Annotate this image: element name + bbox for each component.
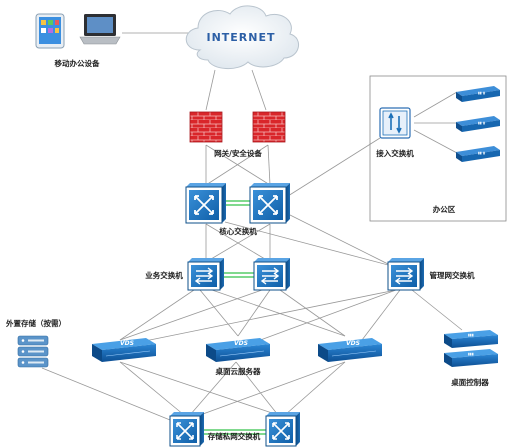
trunk-links	[200, 200, 266, 435]
svg-text:▮▮ ▮: ▮▮ ▮	[478, 151, 485, 155]
controller-icon: ▮▮▮	[444, 330, 498, 348]
office-pc-icon: ▮▮ ▮	[456, 116, 500, 132]
internet-label: INTERNET	[206, 31, 275, 44]
svg-text:VDS: VDS	[234, 340, 248, 347]
svg-text:VDS: VDS	[346, 340, 360, 347]
vds-server-icon: VDS	[318, 338, 382, 362]
business-switch-icon	[253, 258, 290, 291]
core-switch-icon	[249, 183, 290, 224]
tablet-icon	[35, 13, 65, 49]
firewall-icon	[189, 111, 223, 143]
svg-text:▮▮ ▮: ▮▮ ▮	[478, 121, 485, 125]
desktop-cloud-servers: VDS VDS VDS 桌面云服务器	[92, 338, 382, 376]
svg-text:▮▮ ▮: ▮▮ ▮	[478, 91, 485, 95]
svg-text:▮▮▮: ▮▮▮	[468, 352, 474, 356]
storage-icon	[17, 335, 49, 368]
business-switch-label: 业务交换机	[145, 270, 183, 280]
connection-lines	[41, 32, 463, 423]
core-switch-group: 核心交换机	[185, 183, 290, 236]
storage-switch-label: 存储私网交换机	[207, 431, 261, 441]
firewall-label: 网关/安全设备	[214, 148, 262, 158]
business-switch-icon	[187, 258, 224, 291]
office-area-label: 办公区	[433, 204, 456, 214]
office-area: 接入交换机 ▮▮ ▮ ▮▮ ▮ ▮▮ ▮ 办公区	[369, 75, 507, 222]
office-pc-icon: ▮▮ ▮	[456, 146, 500, 162]
vds-server-icon: VDS	[206, 338, 270, 362]
desktop-controller-group: ▮▮▮ ▮▮▮ 桌面控制器	[444, 330, 498, 387]
storage-switch-icon	[265, 412, 300, 447]
core-switch-icon	[185, 183, 226, 224]
external-storage-label: 外置存储（按需）	[6, 318, 66, 328]
core-switch-label: 核心交换机	[219, 226, 257, 236]
external-storage-group: 外置存储（按需）	[6, 318, 66, 368]
mgmt-switch-label: 管理网交换机	[430, 270, 475, 280]
mgmt-switch-icon	[387, 258, 424, 291]
storage-switch-group: 存储私网交换机	[169, 412, 300, 447]
access-switch-icon	[379, 107, 411, 139]
desktop-cloud-server-label: 桌面云服务器	[215, 366, 261, 376]
laptop-icon	[79, 14, 121, 45]
internet-cloud: INTERNET	[185, 5, 299, 69]
mobile-devices-group: 移动办公设备	[35, 13, 121, 68]
desktop-controller-label: 桌面控制器	[450, 377, 489, 387]
mobile-devices-label: 移动办公设备	[55, 58, 100, 68]
office-pc-icon: ▮▮ ▮	[456, 86, 500, 102]
vds-server-icon: VDS	[92, 338, 156, 362]
business-switch-group: 业务交换机	[145, 258, 290, 291]
mgmt-switch-group: 管理网交换机	[387, 258, 475, 291]
controller-icon: ▮▮▮	[444, 349, 498, 367]
firewall-group: 网关/安全设备	[189, 111, 286, 158]
access-switch-label: 接入交换机	[376, 148, 414, 158]
svg-text:▮▮▮: ▮▮▮	[468, 333, 474, 337]
svg-text:VDS: VDS	[120, 340, 134, 347]
storage-switch-icon	[169, 412, 204, 447]
firewall-icon	[252, 111, 286, 143]
